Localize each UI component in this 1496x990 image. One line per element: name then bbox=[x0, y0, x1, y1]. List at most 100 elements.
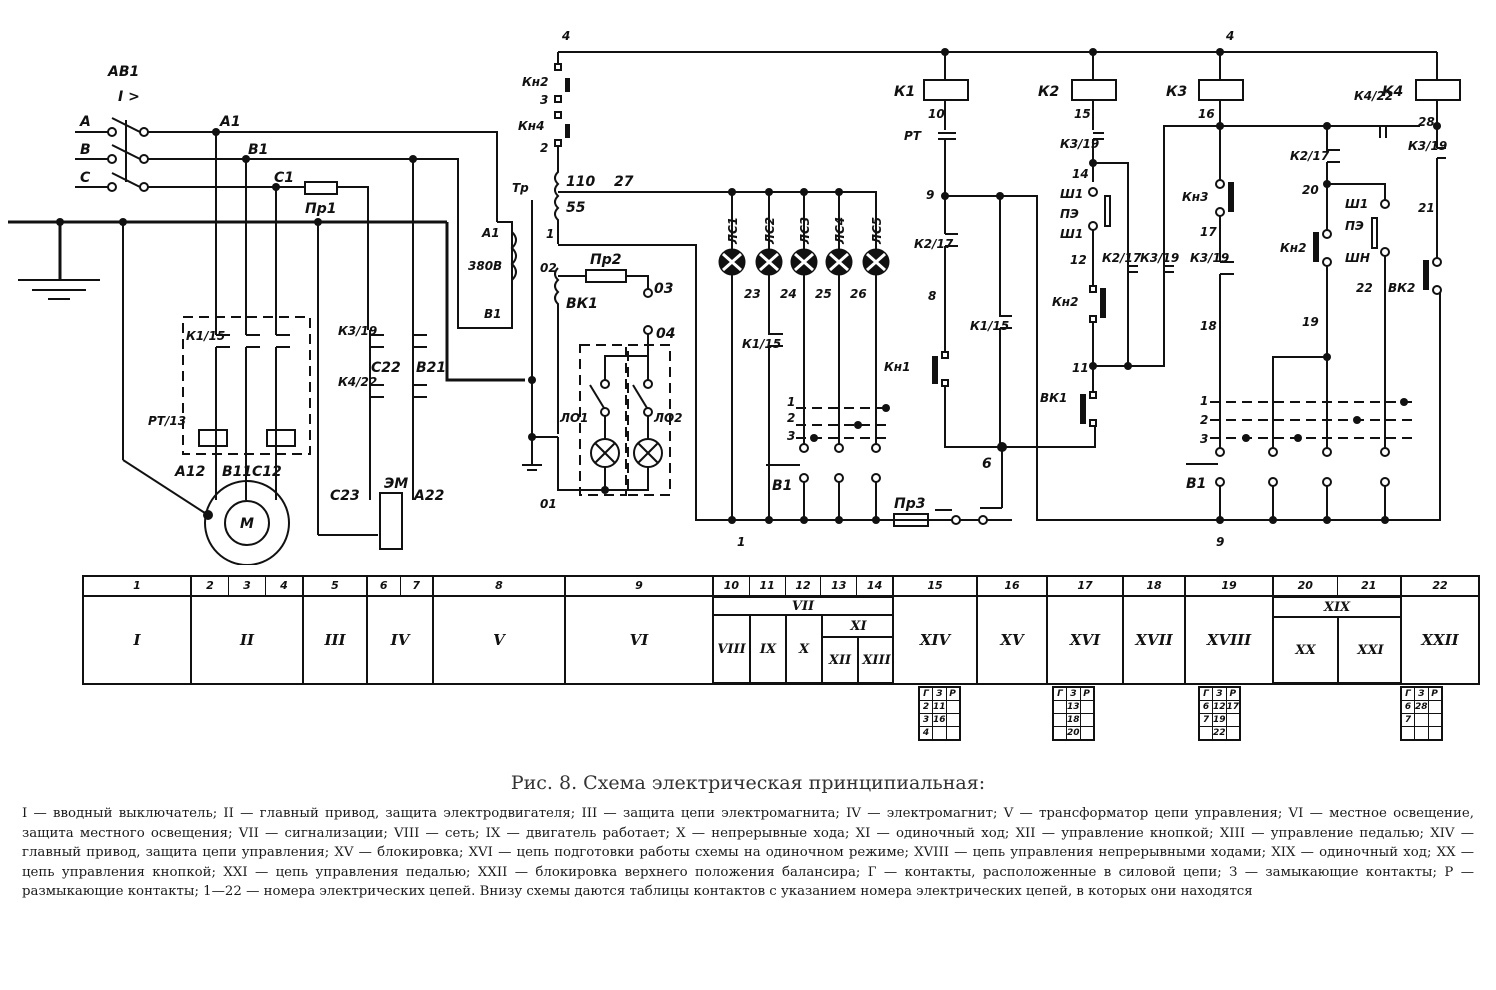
lamp-lo2-label: ЛО2 bbox=[653, 411, 683, 425]
contact-table-cell bbox=[945, 700, 961, 714]
phase-c-label: С bbox=[80, 170, 91, 186]
contact-table-cell: Р bbox=[1079, 686, 1095, 701]
zone-sublabel: X bbox=[786, 615, 822, 683]
node-12-label: 12 bbox=[1070, 253, 1087, 267]
node-2-label: 2 bbox=[540, 141, 548, 155]
fuse-pr3 bbox=[893, 513, 929, 527]
contact-table-cell: 7 bbox=[1400, 713, 1415, 727]
signal-lamp-label: ЛС5 bbox=[870, 217, 884, 245]
lamp-housing bbox=[579, 344, 627, 496]
pe-a-label: ПЭ bbox=[1060, 207, 1079, 221]
kn4-label: Кн4 bbox=[518, 119, 544, 133]
transformer-secondary-icon bbox=[554, 267, 560, 434]
contact-table-cell: 2 bbox=[918, 700, 933, 714]
contact-table-cell: 7 bbox=[1198, 713, 1213, 727]
node-19-label: 19 bbox=[1302, 315, 1319, 329]
zone-label: XXII bbox=[1421, 631, 1459, 649]
push-button-kn1 bbox=[932, 356, 938, 384]
zone-sublabel: IX bbox=[750, 615, 786, 683]
contact-table-cell: 6 bbox=[1400, 700, 1415, 714]
signal-lamp-icon: ЛС2 bbox=[755, 192, 783, 276]
tap-1-label: 1 bbox=[546, 227, 554, 241]
selector-b1-label: В1 bbox=[772, 478, 792, 494]
node-15-label: 15 bbox=[1074, 107, 1091, 121]
contact-table-cell: З bbox=[1414, 686, 1429, 701]
contact-table-row: 20 bbox=[1052, 726, 1095, 741]
contact-table-cell bbox=[932, 726, 947, 741]
bk1-label: ВК1 bbox=[1040, 391, 1067, 405]
circuit-number: 2 bbox=[192, 577, 229, 595]
selector-1-label: 1 bbox=[787, 395, 795, 409]
pe-b-label: ПЭ bbox=[1345, 219, 1364, 233]
coil-a1-label: А1 bbox=[481, 226, 500, 240]
push-button-kn2-c bbox=[1313, 232, 1319, 262]
contact-table-row: 18 bbox=[1052, 713, 1095, 727]
selector2-2-label: 2 bbox=[1200, 413, 1208, 427]
k4-22-label: К4/22 bbox=[1354, 89, 1393, 103]
node-a1-label: А1 bbox=[219, 114, 241, 130]
k3-19-label: К3/19 bbox=[338, 324, 377, 338]
circuit-number: 5 bbox=[331, 579, 339, 592]
b11-label: В11 bbox=[222, 464, 252, 480]
contact-table-cell: 19 bbox=[1212, 713, 1227, 727]
breaker-terminal bbox=[107, 182, 117, 192]
k3-19-a-label: К3/19 bbox=[1060, 137, 1099, 151]
figure-caption-title: Рис. 8. Схема электрическая принципиальн… bbox=[510, 772, 986, 794]
signal-lamp-label: ЛС4 bbox=[833, 217, 847, 245]
signal-lamp-icon: ЛС1 bbox=[718, 192, 746, 276]
node-1-bottom-label: 1 bbox=[737, 535, 745, 549]
circuit-number: 6 bbox=[368, 577, 401, 595]
zone-sublabel: XXI bbox=[1338, 617, 1402, 683]
electromagnet-coil bbox=[379, 492, 403, 550]
node-b1-label: В1 bbox=[248, 142, 268, 158]
contact-table-cell bbox=[1225, 713, 1241, 727]
rt-label: РТ bbox=[904, 129, 922, 143]
contact-table-cell: 12 bbox=[1212, 700, 1227, 714]
relay-coil-k1 bbox=[923, 79, 969, 101]
kn2-b-label: Кн2 bbox=[1280, 241, 1306, 255]
zone-column: 18 XVII bbox=[1124, 577, 1186, 683]
control-section: 4 4 Кн2 3 Кн4 2 Тр 110 27 55 1 02 ВК1 bbox=[512, 29, 1461, 549]
contact-table-cell: 13 bbox=[1066, 700, 1081, 714]
k3-19-c-label: К3/19 bbox=[1190, 251, 1229, 265]
kn1-label: Кн1 bbox=[884, 360, 910, 374]
signal-lamp-label: ЛС2 bbox=[763, 217, 777, 245]
zone-column: 5 III bbox=[304, 577, 368, 683]
k2-17-label: К2/17 bbox=[914, 237, 954, 251]
contact-table-cell: З bbox=[1212, 686, 1227, 701]
signal-lamp-icon: ЛС4 bbox=[825, 192, 853, 276]
zone-label: II bbox=[239, 631, 255, 649]
fuse-pr2 bbox=[585, 269, 627, 283]
circuit-number: 15 bbox=[927, 579, 943, 592]
selector2-b1-label: В1 bbox=[1186, 476, 1206, 492]
node-02-label: 02 bbox=[540, 261, 557, 275]
zone-column: 8 V bbox=[434, 577, 566, 683]
zone-label: V bbox=[493, 631, 505, 649]
node-11-label: 11 bbox=[1072, 361, 1089, 375]
thermal-relay-heater bbox=[266, 429, 296, 447]
kn2-top-label: Кн2 bbox=[522, 75, 548, 89]
tap-55-label: 55 bbox=[566, 200, 586, 216]
breaker-terminal bbox=[107, 127, 117, 137]
node-04-label: 04 bbox=[656, 326, 675, 342]
circuit-number: 22 bbox=[1432, 579, 1448, 592]
coil-icon bbox=[510, 231, 517, 281]
zone-column: 1 I bbox=[84, 577, 192, 683]
contact-table-cell: Г bbox=[918, 686, 933, 701]
zone-column: 9 VI bbox=[566, 577, 714, 683]
contact-table-cell bbox=[1414, 726, 1429, 741]
circuit-number: 3 bbox=[229, 577, 266, 595]
contact-table-cell bbox=[1079, 713, 1095, 727]
node-9-bottom-label: 9 bbox=[1216, 535, 1224, 549]
contact-table-row: 22 bbox=[1198, 726, 1241, 741]
node-01-label: 01 bbox=[540, 497, 557, 511]
fuse-pr2-label: Пр2 bbox=[590, 252, 621, 268]
node-24-label: 24 bbox=[780, 287, 797, 301]
c12-label: С12 bbox=[252, 464, 282, 480]
contact-table-cell: Р bbox=[1225, 686, 1241, 701]
